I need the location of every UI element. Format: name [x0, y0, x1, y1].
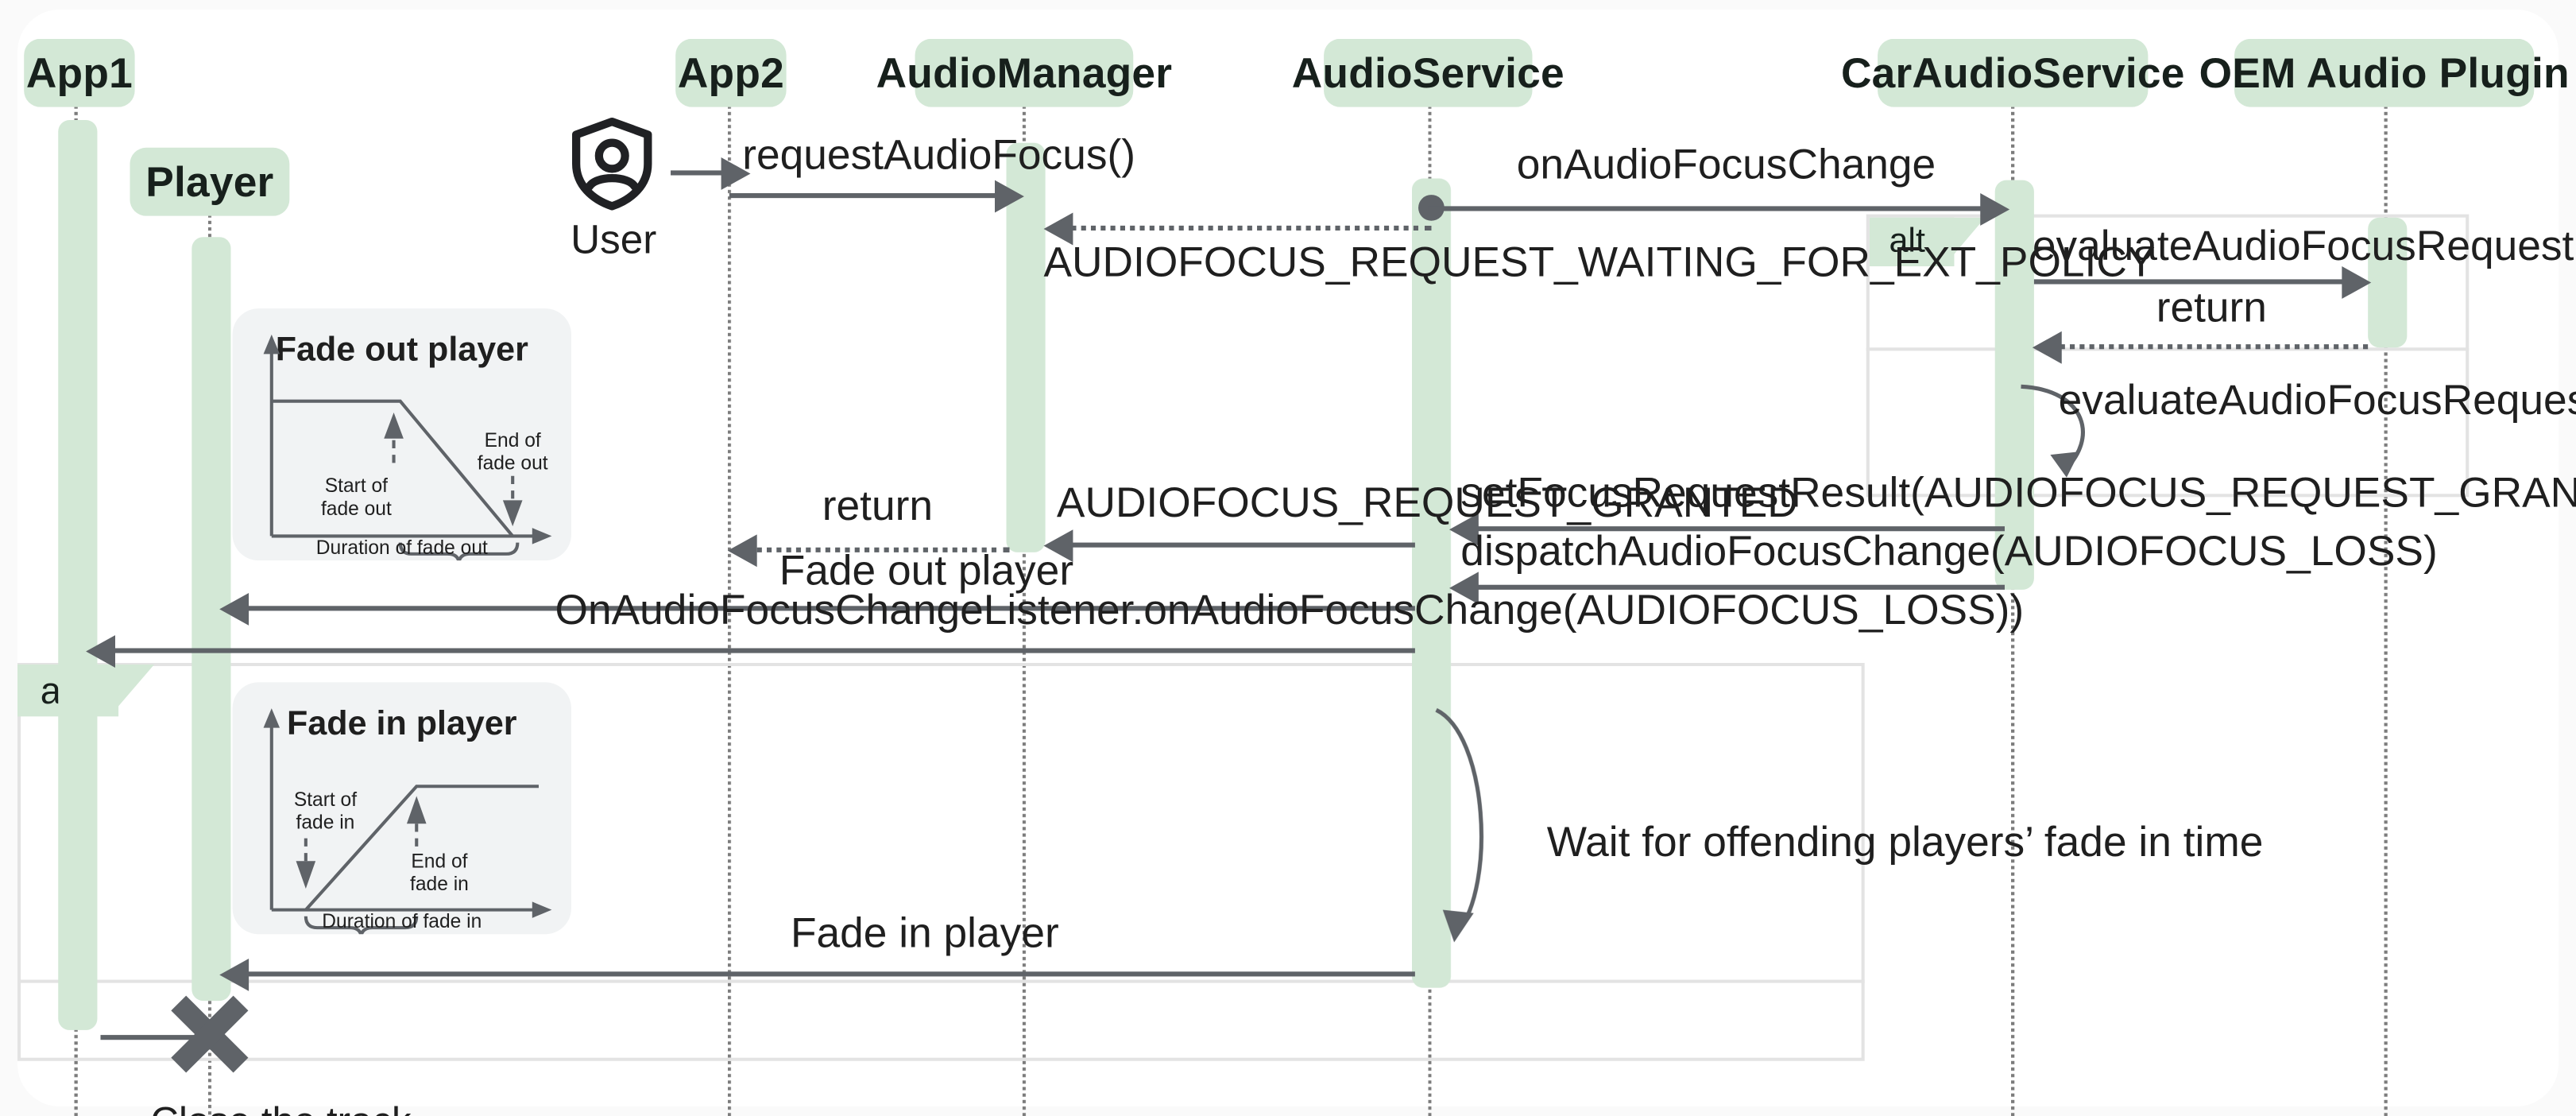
svg-text:fade out: fade out	[478, 453, 548, 475]
cross-x-icon	[168, 991, 253, 1075]
message-fadein-player-line	[237, 971, 1415, 977]
message-waiting-ext-policy-arrow	[1043, 212, 1073, 246]
participant-caraudioservice-label: CarAudioService	[1840, 48, 2185, 97]
activation-caraudio	[1994, 180, 2034, 590]
activation-caraudio-self	[2002, 396, 2034, 491]
message-fadeout-player-label: Fade out player	[779, 545, 1074, 595]
message-evaluate-focus-request-label: evaluateAudioFocusRequest	[2032, 220, 2574, 270]
svg-text:Start of: Start of	[294, 789, 357, 811]
fade-in-chart-card: Fade in player Start of fade in End of f…	[232, 682, 571, 935]
message-oem-return-arrow	[2032, 331, 2062, 364]
participant-audiomanager-label: AudioManager	[876, 48, 1173, 97]
message-requestaudiofocus-label: requestAudioFocus()	[742, 130, 1136, 179]
message-evaluate-internally-curve	[2021, 384, 2085, 478]
lifeline-oemplugin	[2384, 94, 2388, 1116]
activation-app1	[58, 120, 98, 1030]
diagram-board: alt alt App1 Player App2 AudioManager Au…	[17, 10, 2576, 1116]
message-audiomanager-return-line	[745, 547, 1010, 552]
shield-user-icon	[572, 117, 652, 211]
message-dispatchfocuschange-arrow	[1449, 572, 1479, 605]
message-onaudiofocuschangelistener-line	[102, 648, 1415, 653]
message-focus-granted-arrow	[1043, 529, 1073, 563]
message-fadein-player-label: Fade in player	[790, 908, 1059, 957]
message-user-to-app2-arrow	[721, 157, 751, 190]
activation-audioservice-wait	[1418, 711, 1449, 959]
message-audiomanager-return-label: return	[822, 480, 934, 530]
message-requestaudiofocus-line	[729, 193, 1010, 199]
alt-right-tag-label: alt	[1889, 222, 1925, 260]
participant-app2-label: App2	[677, 48, 784, 97]
alt-left-tag-notch	[115, 664, 155, 711]
message-waiting-ext-policy-line	[1060, 225, 1432, 231]
participant-app2[interactable]: App2	[675, 38, 787, 107]
fade-out-chart-title: Fade out player	[275, 331, 528, 369]
message-audiomanager-return-arrow	[727, 534, 757, 568]
actor-user-label: User	[571, 217, 657, 263]
message-onaudiofocuschange-line	[1428, 206, 1995, 211]
message-fadeout-player-arrow	[219, 592, 249, 626]
message-setfocusrequestresult-label: setFocusRequestResult(AUDIOFOCUS_REQUEST…	[1460, 467, 2576, 517]
message-fadeout-player-line	[237, 606, 1415, 611]
fade-out-chart-card: Fade out player Start of fade out End of…	[232, 308, 571, 561]
message-close-track-line	[100, 1035, 207, 1040]
message-dispatchfocuschange-label: dispatchAudioFocusChange(AUDIOFOCUS_LOSS…	[1460, 526, 2438, 575]
message-user-to-app2-line	[671, 170, 733, 176]
message-requestaudiofocus-arrow	[995, 180, 1024, 213]
alt-right-operand-divider	[1866, 347, 2470, 351]
participant-audioservice-label: AudioService	[1291, 48, 1565, 97]
participant-oemplugin-label: OEM Audio Plugin	[2199, 48, 2570, 97]
message-focus-granted-line	[1060, 542, 1415, 548]
message-dispatchfocuschange-line	[1467, 584, 2005, 590]
participant-oemplugin[interactable]: OEM Audio Plugin	[2199, 38, 2570, 107]
participant-app1-label: App1	[25, 48, 133, 97]
svg-text:fade in: fade in	[410, 874, 469, 895]
svg-text:Start of: Start of	[325, 475, 388, 497]
participant-player[interactable]: Player	[130, 147, 290, 216]
svg-text:End of: End of	[485, 430, 541, 451]
message-onaudiofocuschangelistener-label: OnAudioFocusChangeListener.onAudioFocusC…	[555, 584, 2025, 634]
svg-text:fade in: fade in	[296, 812, 355, 833]
message-evaluate-internally-label: evaluateAudioFocusRequestInternally	[2058, 375, 2576, 424]
svg-text:End of: End of	[411, 851, 467, 872]
message-evaluate-focus-request-line	[2033, 279, 2357, 285]
message-waiting-ext-policy-label: AUDIOFOCUS_REQUEST_WAITING_FOR_EXT_POLIC…	[1043, 237, 2156, 286]
lifeline-audiomanager	[1022, 94, 1026, 1116]
participant-audiomanager[interactable]: AudioManager	[876, 38, 1172, 107]
lifeline-caraudio	[2011, 94, 2015, 1116]
message-fadein-player-arrow	[219, 958, 249, 991]
message-onaudiofocuschange-label: onAudioFocusChange	[1516, 139, 1936, 188]
message-setfocusrequestresult-line	[1467, 526, 2005, 532]
fade-out-duration-label: Duration of fade out	[315, 536, 488, 560]
message-evaluate-focus-request-arrow	[2342, 266, 2372, 299]
message-wait-fadein-label: Wait for offending players’ fade in time	[1546, 816, 2264, 866]
message-focus-granted-label: AUDIOFOCUS_REQUEST_GRANTED	[1056, 477, 1798, 527]
participant-player-label: Player	[145, 157, 274, 206]
lifeline-app2	[727, 94, 731, 1116]
alt-left-operand-divider	[17, 979, 1865, 983]
message-wait-fadein-curve	[1435, 707, 1483, 943]
alt-right-tag-notch	[1949, 217, 1986, 260]
fade-out-chart-plot: Start of fade out End of fade out Durati…	[263, 334, 552, 561]
message-onaudiofocuschange-arrow	[1980, 193, 2010, 226]
fade-in-chart-plot: Start of fade in End of fade in	[263, 708, 552, 935]
fade-in-duration-label: Duration of fade in	[322, 909, 482, 933]
svg-text:fade out: fade out	[321, 498, 392, 520]
message-oem-return-label: return	[2156, 282, 2267, 331]
activation-oemplugin	[2368, 217, 2408, 348]
message-setfocusrequestresult-arrow	[1449, 513, 1479, 546]
participant-caraudioservice[interactable]: CarAudioService	[1841, 38, 2184, 107]
message-onaudiofocuschangelistener-arrow	[86, 635, 115, 668]
participant-audioservice[interactable]: AudioService	[1292, 38, 1565, 107]
fade-in-chart-title: Fade in player	[287, 705, 517, 743]
participant-app1[interactable]: App1	[24, 38, 135, 107]
message-close-track-label: Close the track	[107, 1049, 411, 1116]
message-oem-return-line	[2050, 344, 2369, 350]
alt-right-tag: alt	[1869, 217, 1955, 267]
